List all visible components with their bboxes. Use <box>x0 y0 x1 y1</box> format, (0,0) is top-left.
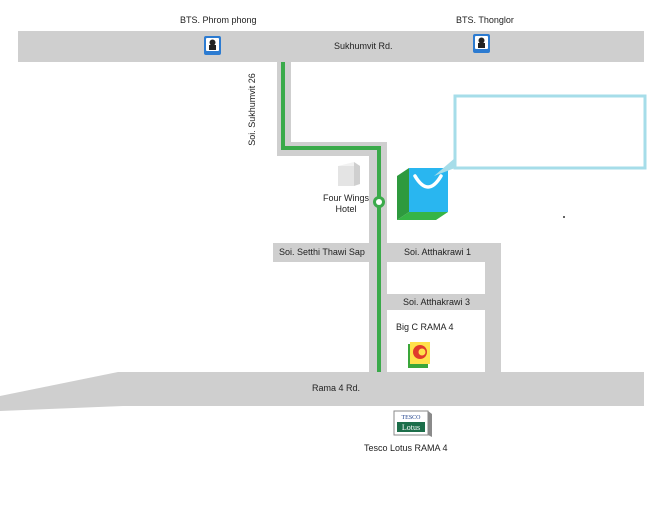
soi-atthakrawi-1-road <box>387 243 501 262</box>
four-wings-hotel-label: Four Wings Hotel <box>322 193 370 215</box>
soi-atthakrawi-3-road <box>387 294 485 310</box>
bts-station-icon <box>473 34 490 53</box>
rama4-road <box>0 372 644 411</box>
svg-text:TESCO: TESCO <box>401 415 421 421</box>
station-label-thonglor: BTS. Thonglor <box>456 15 514 25</box>
svg-text:Lotus: Lotus <box>402 423 420 432</box>
atthakrawi-connector-road <box>485 262 501 374</box>
tesco-lotus-label: Tesco Lotus RAMA 4 <box>364 443 448 453</box>
four-wings-label-line2: Hotel <box>335 204 357 214</box>
big-c-label: Big C RAMA 4 <box>396 322 454 332</box>
tesco-lotus-logo: TESCO Lotus <box>393 410 432 437</box>
road-label-soi-atthakrawi-3: Soi. Atthakrawi 3 <box>403 297 471 307</box>
road-label-soi-atthakrawi-1: Soi. Atthakrawi 1 <box>404 247 472 257</box>
road-label-soi-sukhumvit-26: Soi. Sukhumvit 26 <box>246 73 257 146</box>
building-icon <box>338 162 360 186</box>
road-label-sukhumvit: Sukhumvit Rd. <box>334 41 393 51</box>
four-wings-label-line1: Four Wings <box>322 193 369 203</box>
route-line <box>281 62 381 372</box>
road-label-soi-setthi-thawi-sap: Soi. Setthi Thawi Sap <box>279 247 365 257</box>
callout-pointer <box>434 158 455 176</box>
destination-logo-icon <box>397 168 448 220</box>
soi-setthi-thawi-sap-road <box>273 243 369 262</box>
road-label-rama4: Rama 4 Rd. <box>312 383 361 393</box>
sukhumvit-road <box>18 31 644 62</box>
callout-box <box>453 94 647 170</box>
big-c-logo <box>408 342 430 368</box>
station-label-phrom-phong: BTS. Phrom phong <box>180 15 257 25</box>
bts-station-icon <box>204 36 221 55</box>
